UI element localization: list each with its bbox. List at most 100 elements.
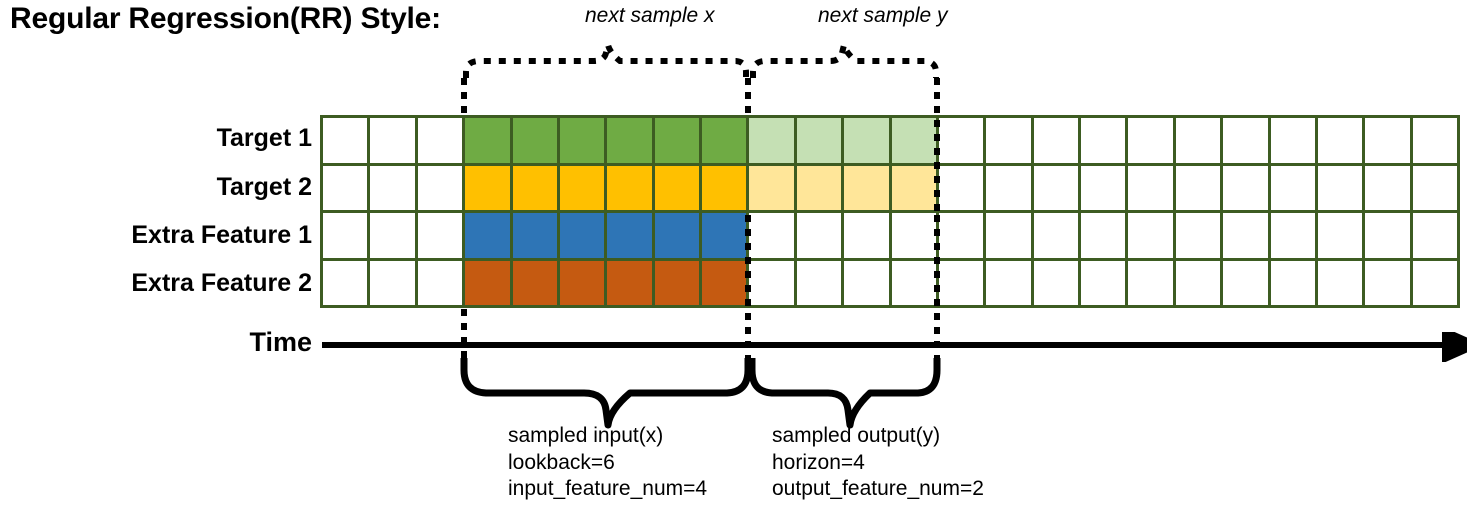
grid-cell xyxy=(654,213,699,258)
annotation-output-line-1: sampled output(y) xyxy=(772,424,941,447)
grid-cell xyxy=(1317,213,1363,258)
annotation-output-line-2: horizon=4 xyxy=(772,450,865,474)
grid-cell xyxy=(1223,165,1268,210)
row-label-extra-feature-2: Extra Feature 2 xyxy=(131,269,312,297)
grid-cell xyxy=(607,213,652,258)
grid-cell xyxy=(702,260,747,305)
grid-cell xyxy=(1033,118,1078,163)
grid-cell xyxy=(938,213,984,258)
grid-cell xyxy=(844,213,889,258)
grid-cell xyxy=(370,260,415,305)
annotation-input-line-3: input_feature_num=4 xyxy=(508,477,708,501)
grid-cell xyxy=(796,118,842,163)
grid-cell xyxy=(1412,118,1457,163)
grid-cell xyxy=(844,165,889,210)
grid-cell xyxy=(796,213,842,258)
grid-cell xyxy=(749,213,794,258)
annotation-sampled-output: sampled output(y) horizon=4 output_featu… xyxy=(772,423,984,503)
row-label-extra-feature-1: Extra Feature 1 xyxy=(131,221,312,249)
grid-cell xyxy=(844,260,889,305)
grid-cell xyxy=(796,165,842,210)
grid-row-target-2 xyxy=(323,165,1457,210)
grid-cell xyxy=(1033,260,1078,305)
grid-cell xyxy=(417,165,463,210)
grid-row-target-1 xyxy=(323,118,1457,163)
grid-cell xyxy=(1365,165,1410,210)
grid-cell xyxy=(1081,165,1126,210)
page-title: Regular Regression(RR) Style: xyxy=(10,2,441,35)
grid-cell xyxy=(1175,213,1221,258)
grid-cell xyxy=(512,118,557,163)
grid-cell xyxy=(891,260,936,305)
grid-cell xyxy=(938,118,984,163)
brace-sampled-input xyxy=(460,358,752,429)
grid-cell xyxy=(559,118,605,163)
grid-cell xyxy=(1081,260,1126,305)
grid-cell xyxy=(512,165,557,210)
grid-cell xyxy=(559,213,605,258)
grid-cell xyxy=(465,260,510,305)
caption-next-sample-y: next sample y xyxy=(818,4,948,27)
grid-cell xyxy=(1317,118,1363,163)
grid-cell xyxy=(1175,118,1221,163)
grid-cell xyxy=(702,118,747,163)
grid-cell xyxy=(323,165,368,210)
grid-cell xyxy=(938,165,984,210)
time-axis-arrow xyxy=(322,332,1467,362)
grid-cell xyxy=(749,165,794,210)
grid-cell xyxy=(1033,213,1078,258)
grid-cell xyxy=(1128,165,1173,210)
grid-cell xyxy=(1033,165,1078,210)
grid-cell xyxy=(891,165,936,210)
caption-next-sample-x: next sample x xyxy=(585,4,715,27)
grid-cell xyxy=(749,260,794,305)
grid-cell xyxy=(749,118,794,163)
row-label-target-2: Target 2 xyxy=(216,173,312,201)
grid-cell xyxy=(512,213,557,258)
grid-cell xyxy=(1081,118,1126,163)
brace-next-sample-x xyxy=(463,44,749,78)
row-label-target-1: Target 1 xyxy=(216,124,312,152)
timeline-grid xyxy=(320,115,1460,308)
annotation-sampled-input: sampled input(x) lookback=6 input_featur… xyxy=(508,423,707,503)
grid-cell xyxy=(1128,213,1173,258)
grid-cell xyxy=(1223,213,1268,258)
grid-cell xyxy=(607,260,652,305)
grid-cell xyxy=(986,165,1031,210)
grid-cell xyxy=(607,165,652,210)
time-axis-label: Time xyxy=(249,327,312,357)
grid-cell xyxy=(1270,165,1315,210)
grid-cell xyxy=(654,260,699,305)
grid-cell xyxy=(1270,213,1315,258)
grid-row-extra-feature-2 xyxy=(323,260,1457,305)
grid-cell xyxy=(370,213,415,258)
grid-cell xyxy=(1270,260,1315,305)
grid-cell xyxy=(1223,118,1268,163)
grid-cell xyxy=(1412,213,1457,258)
grid-cell xyxy=(1175,260,1221,305)
grid-cell xyxy=(465,213,510,258)
grid-cell xyxy=(986,213,1031,258)
grid-cell xyxy=(417,260,463,305)
grid-cell xyxy=(1365,213,1410,258)
grid-cell xyxy=(559,165,605,210)
grid-cell xyxy=(1128,260,1173,305)
grid-cell xyxy=(1317,260,1363,305)
grid-cell xyxy=(607,118,652,163)
row-label-column: Target 1 Target 2 Extra Feature 1 Extra … xyxy=(0,115,312,308)
grid-cell xyxy=(1175,165,1221,210)
grid-cell xyxy=(654,165,699,210)
grid-cell xyxy=(370,165,415,210)
grid-cell xyxy=(1081,213,1126,258)
grid-cell xyxy=(702,213,747,258)
grid-cell xyxy=(417,213,463,258)
grid-cell xyxy=(1412,165,1457,210)
grid-cell xyxy=(1223,260,1268,305)
grid-cell xyxy=(844,118,889,163)
grid-cell xyxy=(465,165,510,210)
grid-cell xyxy=(986,260,1031,305)
grid-cell xyxy=(1365,260,1410,305)
grid-cell xyxy=(1365,118,1410,163)
grid-cell xyxy=(1128,118,1173,163)
